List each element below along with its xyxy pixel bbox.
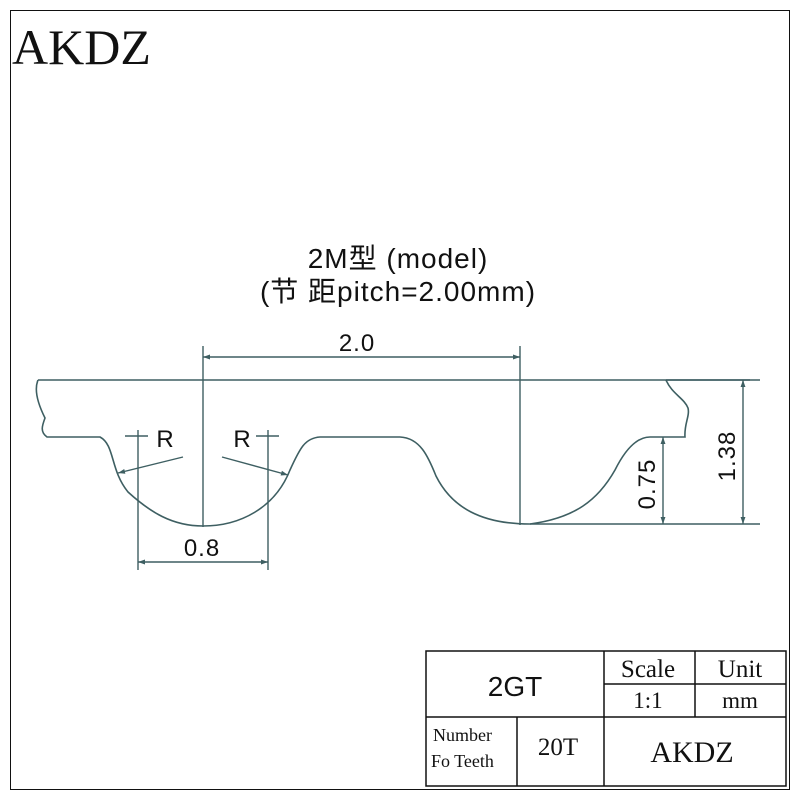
belt-type-name: 2GT [488, 671, 542, 702]
radius-right-label: R [233, 426, 250, 453]
teeth-label-line2: Fo Teeth [431, 751, 494, 771]
pitch-label: 2.0 [339, 330, 375, 357]
model-heading: 2M型 (model) [308, 243, 489, 274]
pitch-heading: (节 距pitch=2.00mm) [260, 276, 536, 307]
unit-value: mm [722, 688, 758, 713]
teeth-label-line1: Number [433, 725, 492, 745]
scale-label: Scale [621, 656, 675, 683]
scale-value: 1:1 [633, 688, 662, 713]
depth-dimensions [530, 379, 760, 525]
brand-logo: AKDZ [12, 19, 151, 75]
title-block [425, 650, 787, 787]
drawing-frame [10, 10, 790, 790]
radius-callouts [117, 456, 289, 476]
tooth-width-label: 0.8 [184, 535, 220, 562]
belt-outline [35, 379, 750, 527]
tooth-width-dimension [125, 430, 279, 570]
teeth-value: 20T [538, 734, 578, 761]
tooth-depth-label: 0.75 [634, 459, 661, 510]
pitch-dimension [202, 346, 521, 527]
maker-name: AKDZ [650, 736, 733, 769]
belt-height-label: 1.38 [714, 431, 741, 482]
radius-left-label: R [156, 426, 173, 453]
unit-label: Unit [718, 656, 763, 683]
